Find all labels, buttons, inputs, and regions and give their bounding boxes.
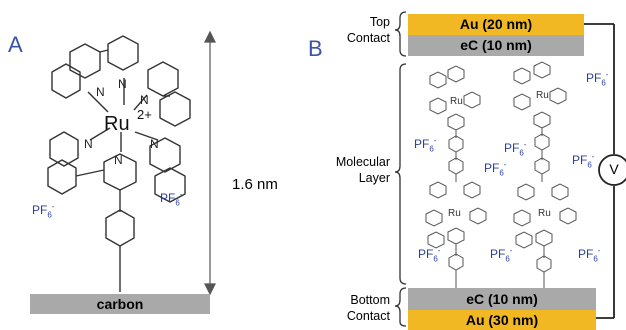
bottom-gold-layer: Au (30 nm) — [408, 310, 596, 330]
svg-text:N: N — [96, 85, 105, 99]
svg-text:N: N — [118, 77, 127, 91]
counterion-b-5: PF6- — [572, 152, 595, 170]
counterion-b-8: PF6- — [578, 246, 601, 264]
bottom-contact-label: Bottom Contact — [346, 293, 390, 323]
counterion-b-3: PF6- — [504, 140, 527, 158]
bottom-gold-label: Au (30 nm) — [465, 312, 539, 328]
counterion-b-2: PF6- — [414, 136, 437, 154]
counterion-b-6: PF6- — [418, 246, 441, 264]
top-gold-layer: Au (20 nm) — [408, 14, 584, 35]
panel-b-letter: B — [308, 36, 323, 61]
bottom-carbon-label: eC (10 nm) — [466, 291, 538, 307]
ru-center-b2: Ru — [536, 90, 549, 101]
svg-text:N: N — [84, 137, 93, 151]
carbon-substrate: carbon — [30, 294, 210, 314]
ru-center-b3: Ru — [448, 208, 461, 219]
svg-text:N: N — [140, 93, 149, 107]
svg-text:N: N — [114, 153, 123, 167]
bottom-carbon-layer: eC (10 nm) — [408, 288, 596, 310]
top-contact-label: Top Contact — [346, 15, 390, 45]
panel-a-letter: A — [8, 32, 23, 57]
counterion-a-right: PF6- — [160, 190, 183, 208]
carbon-substrate-label: carbon — [96, 296, 144, 312]
top-gold-label: Au (20 nm) — [459, 16, 533, 32]
counterion-b-4: PF6- — [484, 160, 507, 178]
ru-center-b1: Ru — [450, 96, 463, 107]
top-carbon-layer: eC (10 nm) — [408, 35, 584, 56]
counterion-b-1: PF6- — [586, 70, 609, 88]
counterion-b-7: PF6- — [490, 246, 513, 264]
ru-center-b4: Ru — [538, 208, 551, 219]
voltmeter-icon — [598, 154, 626, 186]
counterion-a-left: PF6- — [32, 202, 55, 220]
ru-complex-structure-a: N N N N N N Ru 2+ — [47, 30, 216, 296]
height-label: 1.6 nm — [232, 176, 278, 193]
ru-center-a: Ru — [104, 113, 130, 135]
svg-text:2+: 2+ — [137, 107, 152, 122]
top-carbon-label: eC (10 nm) — [460, 37, 532, 53]
molecular-layer-label: Molecular Layer — [335, 155, 390, 185]
svg-text:N: N — [150, 137, 159, 151]
voltmeter-symbol: V — [609, 161, 619, 177]
